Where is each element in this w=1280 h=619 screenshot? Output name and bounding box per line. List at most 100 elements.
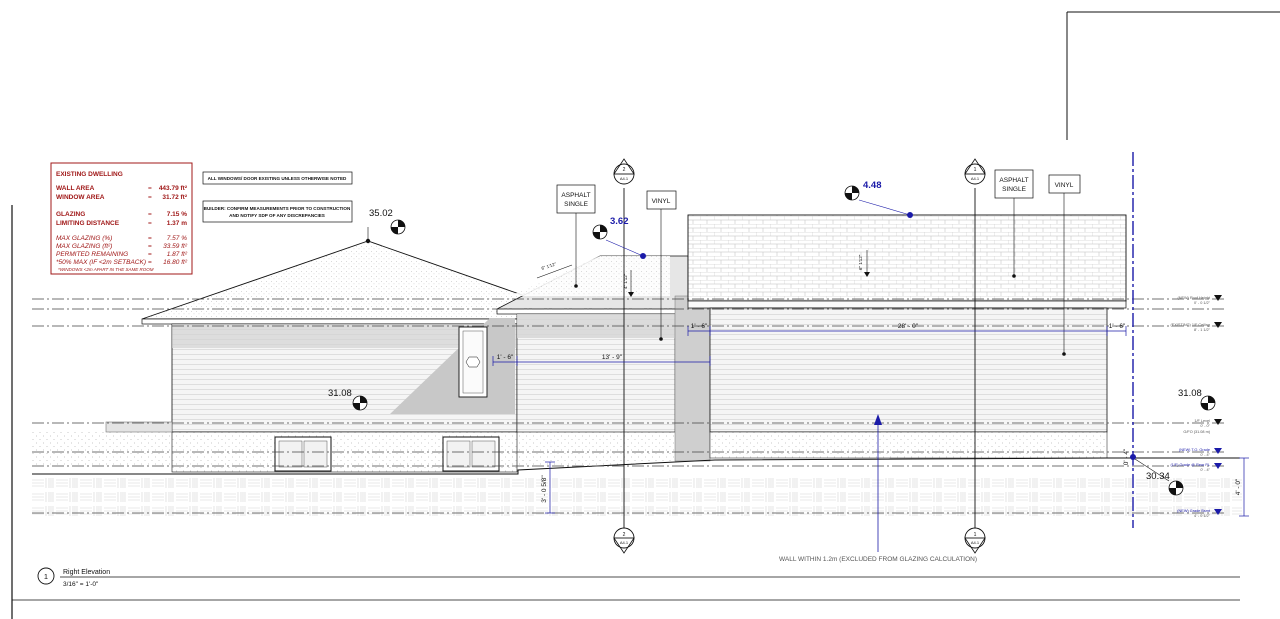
section-line-left: 2 A4.1 2 A4.1 <box>613 158 635 554</box>
dim-overhang-left-text: 1' - 6" <box>497 354 514 361</box>
level-marker-basement: (NEW) Grade Bsmt 4' - 0 1/2" <box>1177 509 1222 518</box>
section-top-right-num: 1 <box>974 167 977 173</box>
note-existing-text: ALL WINDOWS/ DOOR EXISTING UNLESS OTHERW… <box>208 176 347 181</box>
slope-left-text: 6" 1'12" <box>541 261 557 271</box>
finished-grade-line <box>32 457 1240 475</box>
material-tag-vinyl-left: VINYL <box>646 190 677 341</box>
slope-right-text: 6" 1'12" <box>858 254 863 270</box>
limiting-distance-eq: = <box>148 220 152 227</box>
max-glazing-pct-value: 7.57 % <box>167 235 187 242</box>
dim-grade-drop: 0' - 4" <box>1123 448 1134 466</box>
section-bottom-left-sheet: A4.1 <box>620 540 629 545</box>
material-tag-asphalt-right: ASPHALT SINGLE <box>994 169 1034 278</box>
elev-floor-left-value: 31.08 <box>328 388 352 399</box>
asphalt-tag-left-line1: ASPHALT <box>561 192 590 199</box>
section-marker-top-left: 2 A4.1 <box>613 158 635 185</box>
section-line-right: 1 A4.1 1 A4.1 <box>964 158 986 554</box>
dim-overhang-left: 1' - 6" <box>492 354 517 366</box>
level-new-grade-value: 0' - 4" <box>1200 453 1210 457</box>
middle-addition <box>496 255 711 462</box>
max-glazing-area-label: MAX GLAZING (ft²) <box>56 243 112 250</box>
section-marker-top-right: 1 A4.1 <box>964 158 986 185</box>
slope-indicator-left-roof: 6" 1'12" <box>536 261 573 279</box>
limiting-distance-value: 1.37 m <box>167 220 187 227</box>
section-top-left-num: 2 <box>623 167 626 173</box>
dim-foundation-height: 3' - 0 5/8" <box>541 461 555 514</box>
elevation-marker-peak-left: 35.02 <box>365 208 406 244</box>
elev-floor-right-value: 31.08 <box>1178 388 1202 399</box>
section-marker-bottom-left: 2 A4.1 <box>613 527 635 554</box>
fifty-pct-eq: = <box>148 259 152 266</box>
basement-window-left <box>274 436 332 472</box>
left-step <box>105 421 173 433</box>
left-fascia <box>141 318 526 325</box>
section-top-left-sheet: A4.1 <box>620 176 629 181</box>
level-marker-roof-height: (NEW) Roof Height 0' - 0 1/2" <box>1178 295 1222 305</box>
wall-within-annotation: WALL WITHIN 1.2m (EXCLUDED FROM GLAZING … <box>779 414 977 563</box>
dim-below-grade: 4' - 0" <box>1235 457 1249 517</box>
material-tag-asphalt-left: ASPHALT SINGLE <box>556 184 596 288</box>
wall-area-eq: = <box>148 185 152 192</box>
vinyl-tag-right: VINYL <box>1055 182 1074 189</box>
elevation-marker-floor-left: 31.08 <box>328 388 368 411</box>
section-bottom-right-num: 1 <box>974 532 977 538</box>
asphalt-tag-left-line2: SINGLE <box>564 201 589 208</box>
level-gfo-label: G/FO (31.08 m) <box>1183 430 1210 434</box>
slope-middle-text: 4" 1'12" <box>623 273 628 289</box>
level-first-label: 1/F Level <box>1194 419 1210 423</box>
level-marker-existing-ceiling: (EXISTING) 1/F Ceiling 8' - 1 1/2" <box>1171 322 1222 332</box>
right-fascia <box>687 300 1127 309</box>
info-title: EXISTING DWELLING <box>56 171 123 178</box>
slope-indicator-middle-roof: 4" 1'12" <box>623 270 634 297</box>
permitted-remaining-value: 1.87 ft² <box>167 251 188 258</box>
level-basement-label: (NEW) Grade Bsmt <box>1177 509 1211 513</box>
permitted-remaining-label: PERMITED REMAINING <box>56 251 128 258</box>
level-grade-rear-value: 0' - 4" <box>1200 468 1210 472</box>
glazing-info-box: EXISTING DWELLING WALL AREA = 443.79 ft²… <box>50 162 193 275</box>
dim-below-grade-text: 4' - 0" <box>1235 478 1242 495</box>
vinyl-tag-left: VINYL <box>652 198 671 205</box>
window-area-eq: = <box>148 194 152 201</box>
level-marker-grade-rear: (1/F) Grade @ Rear PL 0' - 4" <box>1170 463 1222 472</box>
elevation-marker-peak-middle: 3.62 <box>592 216 646 259</box>
view-number: 1 <box>44 572 48 581</box>
elevation-marker-peak-right: 4.48 <box>844 180 913 218</box>
level-ceiling-label: (EXISTING) 1/F Ceiling <box>1171 323 1210 327</box>
dim-foundation-height-text: 3' - 0 5/8" <box>541 475 548 503</box>
dim-grade-drop-text: 0' - 4" <box>1123 448 1130 465</box>
note-builder-text-1: BUILDER: CONFIRM MEASUREMENTS PRIOR TO C… <box>204 206 351 211</box>
left-roof <box>141 240 526 320</box>
view-scale: 3/16" = 1'-0" <box>63 581 99 588</box>
glazing-value: 7.15 % <box>167 211 187 218</box>
elev-peak-right-value: 4.48 <box>863 180 882 191</box>
max-glazing-area-eq: = <box>148 243 152 250</box>
dim-overhang-right: 1' - 6" <box>1107 323 1127 336</box>
dim-span-middle-text: 13' - 9" <box>602 354 623 361</box>
elev-grade-right-value: 30.34 <box>1146 471 1170 482</box>
level-marker-first-level: 1/F Level 0' - 0" G/FO (31.08 m) <box>1183 419 1222 434</box>
elevation-marker-floor-right: 31.08 <box>1178 388 1216 411</box>
level-basement-value: 4' - 0 1/2" <box>1194 514 1211 518</box>
right-building <box>687 214 1127 459</box>
permitted-remaining-eq: = <box>148 251 152 258</box>
max-glazing-area-value: 33.59 ft² <box>163 243 188 250</box>
note-existing-box: ALL WINDOWS/ DOOR EXISTING UNLESS OTHERW… <box>202 171 353 185</box>
wall-within-text: WALL WITHIN 1.2m (EXCLUDED FROM GLAZING … <box>779 556 977 563</box>
elev-peak-left-value: 35.02 <box>369 208 393 219</box>
window-tag-hexagon <box>465 356 481 368</box>
level-new-grade-label: (NEW) T.O. Grade <box>1179 448 1210 452</box>
note-builder-text-2: AND NOTIFY SDP OF ANY DISCREPANCIES <box>229 213 325 218</box>
slope-indicator-right-roof: 6" 1'12" <box>858 250 870 277</box>
right-foundation <box>709 431 1108 459</box>
basement-window-right <box>442 436 500 472</box>
limiting-distance-label: LIMITING DISTANCE <box>56 220 120 227</box>
note-builder-box: BUILDER: CONFIRM MEASUREMENTS PRIOR TO C… <box>202 200 353 223</box>
asphalt-tag-right-line2: SINGLE <box>1002 186 1027 193</box>
view-title-block: 1 Right Elevation 3/16" = 1'-0" <box>37 567 1240 588</box>
dim-span-right-text: 28' - 0" <box>898 323 919 330</box>
wall-area-label: WALL AREA <box>56 185 95 192</box>
fifty-pct-label: *50% MAX (IF <2m SETBACK) <box>56 259 146 266</box>
elevation-marker-grade-right: 30.34 <box>1134 458 1184 496</box>
middle-wall-dark-column <box>674 295 711 462</box>
